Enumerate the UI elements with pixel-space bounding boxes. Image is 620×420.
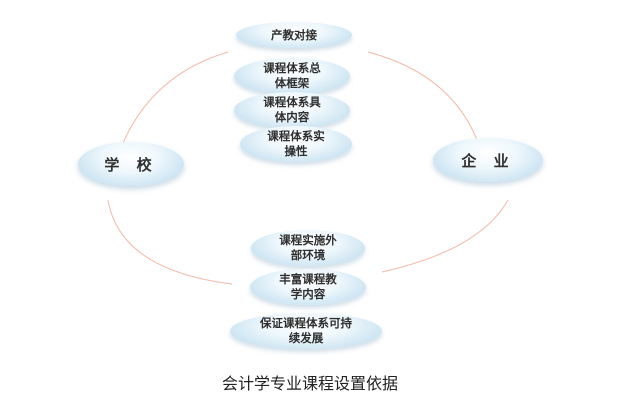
connector-school-to-bottom — [107, 199, 233, 285]
lower-item-1: 课程实施外 部环境 — [251, 230, 365, 266]
lower-item-2: 丰富课程教 学内容 — [250, 269, 366, 305]
node-school: 学 校 — [78, 142, 184, 186]
connector-bottom-to-enterprise — [381, 199, 509, 273]
upper-item-1: 产教对接 — [236, 22, 352, 48]
connector-school-to-top — [119, 51, 229, 151]
figure-caption: 会计学专业课程设置依据 — [221, 374, 398, 393]
upper-item-4: 课程体系实 操性 — [240, 126, 352, 162]
node-enterprise: 企 业 — [433, 138, 543, 182]
upper-item-2: 课程体系总 体框架 — [234, 58, 350, 94]
lower-item-3: 保证课程体系可持 续发展 — [230, 313, 382, 349]
upper-item-3: 课程体系具 体内容 — [234, 92, 350, 128]
connector-top-to-enterprise — [367, 51, 481, 149]
